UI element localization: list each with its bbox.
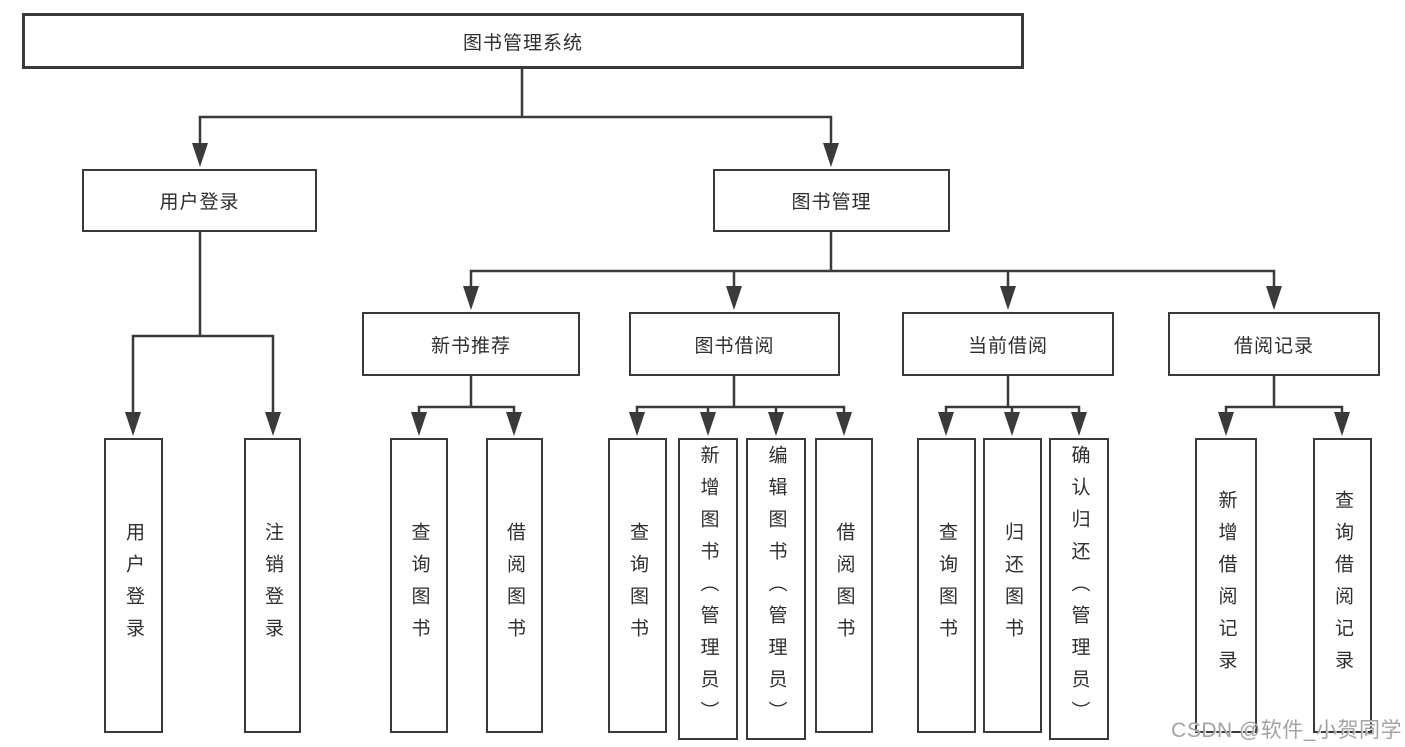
leaf-query-books-borrow: 查询图书 bbox=[608, 438, 667, 733]
node-book-management-label: 图书管理 bbox=[791, 192, 872, 213]
leaf-add-book-admin-label: 新增图书（管理员） bbox=[697, 445, 719, 733]
leaf-query-borrow-record: 查询借阅记录 bbox=[1313, 438, 1372, 733]
leaf-query-books-current: 查询图书 bbox=[917, 438, 976, 733]
arrowhead bbox=[629, 412, 645, 436]
connector-bookmgmt-to-level3 bbox=[469, 230, 1276, 291]
node-root-label: 图书管理系统 bbox=[462, 32, 583, 54]
arrowhead bbox=[1218, 412, 1234, 436]
arrowhead bbox=[1334, 412, 1350, 436]
leaf-edit-book-admin: 编辑图书（管理员） bbox=[746, 438, 806, 740]
arrowhead bbox=[1000, 286, 1016, 310]
leaf-query-books-current-label: 查询图书 bbox=[936, 521, 957, 650]
leaf-query-books-borrow-label: 查询图书 bbox=[627, 521, 648, 650]
arrowhead bbox=[768, 412, 784, 436]
arrowhead bbox=[1004, 412, 1020, 436]
node-borrow-records-label: 借阅记录 bbox=[1233, 335, 1314, 357]
arrowhead bbox=[192, 143, 208, 167]
leaf-edit-book-admin-label: 编辑图书（管理员） bbox=[765, 445, 787, 733]
node-current-borrow: 当前借阅 bbox=[902, 312, 1114, 376]
leaf-confirm-return-admin-label: 确认归还（管理员） bbox=[1068, 445, 1090, 733]
leaf-return-book: 归还图书 bbox=[983, 438, 1042, 733]
connector-currentborrow-to-leaves bbox=[944, 374, 1081, 418]
connector-newbook-to-leaves bbox=[417, 374, 516, 418]
node-book-management: 图书管理 bbox=[713, 169, 950, 232]
arrowhead bbox=[411, 412, 427, 436]
arrowhead bbox=[938, 412, 954, 436]
arrowhead bbox=[836, 412, 852, 436]
leaf-return-book-label: 归还图书 bbox=[1002, 521, 1023, 650]
leaf-borrow-books-borrow-label: 借阅图书 bbox=[833, 521, 855, 650]
node-book-borrow-label: 图书借阅 bbox=[694, 335, 775, 357]
connector-bookborrow-to-leaves bbox=[635, 374, 846, 418]
leaf-query-borrow-record-label: 查询借阅记录 bbox=[1332, 489, 1353, 682]
leaf-logout: 注销登录 bbox=[244, 438, 301, 733]
arrowhead bbox=[506, 412, 522, 436]
arrowhead bbox=[463, 286, 479, 310]
watermark: CSDN @软件_小贺同学 bbox=[1171, 719, 1402, 742]
leaf-borrow-books-newrec-label: 借阅图书 bbox=[504, 521, 525, 650]
leaf-borrow-books-newrec: 借阅图书 bbox=[486, 438, 543, 733]
node-root: 图书管理系统 bbox=[22, 13, 1024, 69]
leaf-query-books-newrec: 查询图书 bbox=[390, 438, 448, 733]
leaf-confirm-return-admin: 确认归还（管理员） bbox=[1049, 438, 1109, 740]
connector-root-to-level2 bbox=[198, 67, 833, 148]
node-user-login: 用户登录 bbox=[82, 169, 317, 232]
leaf-user-login: 用户登录 bbox=[104, 438, 163, 733]
connector-borrowrecords-to-leaves bbox=[1224, 374, 1344, 418]
arrowhead bbox=[1071, 412, 1087, 436]
connector-userlogin-to-leaves bbox=[131, 230, 275, 416]
node-current-borrow-label: 当前借阅 bbox=[967, 335, 1048, 357]
arrowhead bbox=[125, 412, 141, 436]
leaf-add-borrow-record: 新增借阅记录 bbox=[1195, 438, 1257, 733]
arrowhead bbox=[1266, 286, 1282, 310]
leaf-borrow-books-borrow: 借阅图书 bbox=[815, 438, 873, 733]
node-book-borrow: 图书借阅 bbox=[629, 312, 840, 376]
leaf-add-borrow-record-label: 新增借阅记录 bbox=[1215, 489, 1237, 682]
node-user-login-label: 用户登录 bbox=[159, 192, 240, 213]
arrowhead bbox=[726, 286, 742, 310]
arrowhead bbox=[823, 143, 839, 167]
leaf-add-book-admin: 新增图书（管理员） bbox=[678, 438, 738, 740]
node-new-book-recommend-label: 新书推荐 bbox=[430, 335, 511, 357]
leaf-logout-label: 注销登录 bbox=[262, 521, 283, 650]
arrowhead bbox=[265, 412, 281, 436]
leaf-query-books-newrec-label: 查询图书 bbox=[408, 521, 430, 650]
node-new-book-recommend: 新书推荐 bbox=[362, 312, 580, 376]
leaf-user-login-label: 用户登录 bbox=[123, 521, 144, 650]
node-borrow-records: 借阅记录 bbox=[1168, 312, 1380, 376]
arrowhead bbox=[700, 412, 716, 436]
